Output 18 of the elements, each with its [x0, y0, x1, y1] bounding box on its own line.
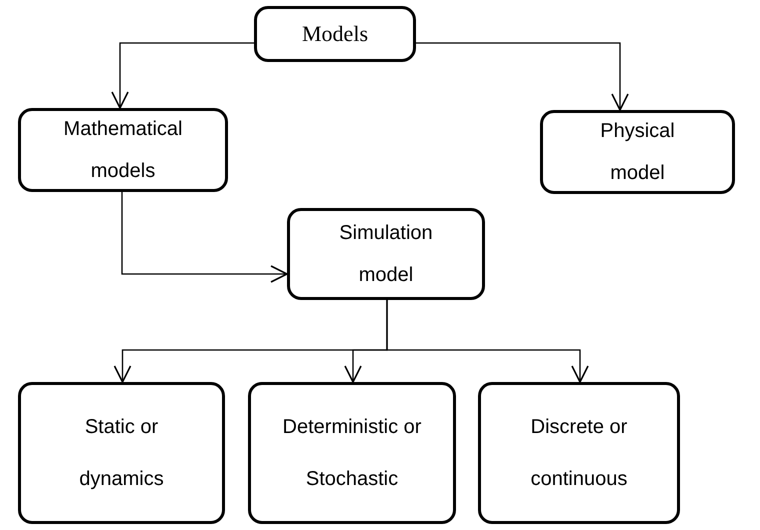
rounded-box — [18, 108, 228, 192]
box-label: Mathematical models — [62, 117, 184, 184]
box-label: Models — [302, 20, 368, 48]
rounded-box — [254, 6, 416, 62]
rounded-box — [287, 208, 485, 300]
connector-arrow — [416, 42, 629, 111]
box-label: Simulation model — [338, 221, 434, 288]
rounded-box — [18, 382, 225, 524]
box-label: Discrete or continuous — [530, 415, 628, 492]
connector-arrow — [121, 192, 288, 283]
connector-arrow — [111, 42, 254, 109]
rounded-box — [540, 110, 735, 194]
box-label: Static or dynamics — [78, 415, 165, 492]
rounded-box — [478, 382, 680, 524]
box-label: Deterministic or Stochastic — [282, 415, 422, 492]
connector-arrow — [386, 300, 589, 383]
rounded-box — [248, 382, 456, 524]
box-label: Physical model — [599, 119, 676, 186]
